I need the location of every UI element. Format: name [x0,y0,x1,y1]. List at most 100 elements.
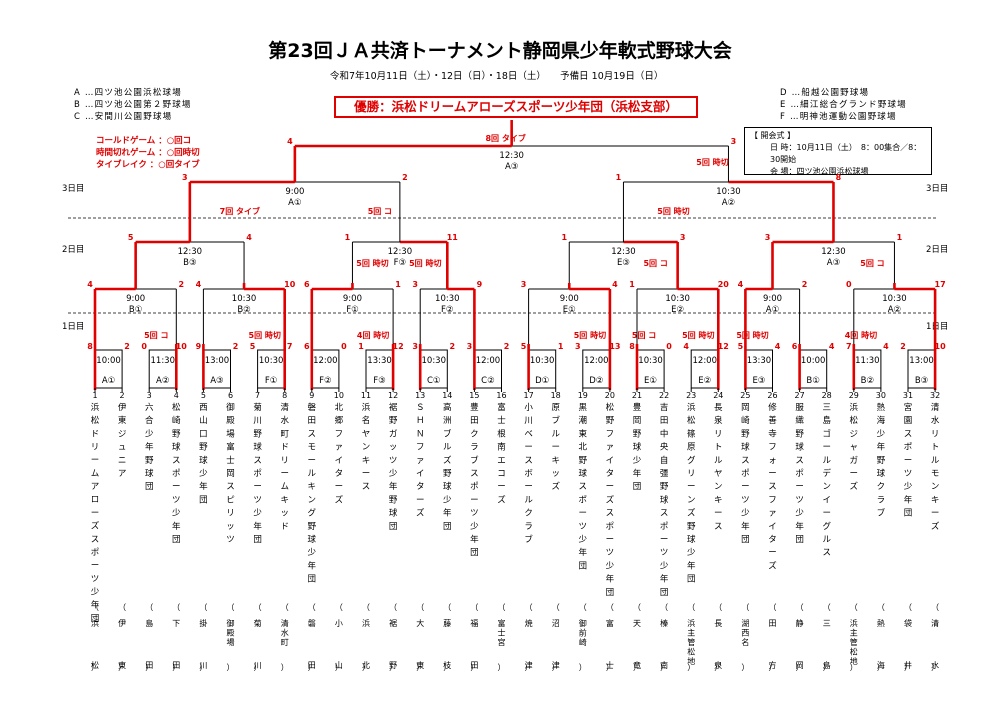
team-name-char: ー [524,482,533,492]
team-name-char: 吉 [660,403,669,413]
team-name-char: ス [470,469,479,479]
branch-paren-open: （ [118,603,126,612]
team-number: 32 [930,391,940,400]
team-number: 31 [903,391,913,400]
final-venue: A③ [505,162,518,172]
round2-score-left: 6 [304,280,310,289]
round1-time: 12:00 [584,356,609,366]
round1-venue: B③ [915,376,928,386]
branch-paren-open: （ [416,603,424,612]
team-name-char: ニ [118,456,127,466]
team-number: 20 [605,391,615,400]
team-name-char: 自 [660,455,669,466]
sf-note-left: 7回 タイブ [220,206,260,216]
team-name-char: 野 [633,429,642,439]
team-name-char: ツ [795,495,804,505]
team-name-char: ュ [118,443,127,453]
team-name-char: 名 [362,415,371,426]
branch-paren-close: ） [687,663,695,672]
round2-score-left: 1 [629,280,635,289]
team-name-char: ツ [579,522,588,532]
team-name-char: 団 [145,482,154,492]
team-name-char: ポ [470,482,479,492]
team-name-char: ス [362,482,371,492]
branch-paren-open: （ [796,603,804,612]
team-name-char: ン [308,495,317,505]
team-name-char: ッ [389,443,398,453]
team-name-char: ル [524,495,533,505]
quarterfinal-score-left: 1 [561,233,567,242]
team-name-char: ツ [606,548,615,558]
round2-score-right: 4 [612,280,618,289]
branch-paren-open: （ [443,603,451,612]
team-name-char: ス [741,456,750,466]
team-number: 9 [309,391,314,400]
round2-venue: F① [346,305,359,315]
team-name-char: エ [497,456,506,466]
semifinal-venue: A① [288,198,301,208]
team-name-char: 年 [606,574,615,585]
team-name-char: 岡 [633,416,642,426]
team-number: 29 [849,391,859,400]
team-name-char: 豊 [633,402,642,413]
team-branch-char: 浜 [687,618,695,628]
team-branch-char: 前 [579,628,587,638]
team-name-char: ロ [91,495,100,505]
team-name-char: 団 [199,495,208,505]
branch-paren-open: （ [335,603,343,612]
team-name-char: 団 [606,588,615,598]
quarterfinal-score-left: 3 [765,233,771,242]
branch-paren-open: （ [389,603,397,612]
team-name-char: ブ [470,455,479,466]
team-name-char: ー [524,443,533,453]
quarterfinal-score-right: 1 [897,233,903,242]
team-branch-char: 下 [172,619,180,628]
team-branch-char: 管 [850,637,858,647]
semifinal-time: 10:30 [716,187,741,197]
team-name-char: 少 [308,548,317,558]
branch-paren-close: ） [850,663,858,672]
team-name-char: 南 [497,442,506,453]
team-branch-char: 長 [714,619,722,628]
branch-paren-close: ） [498,663,506,672]
team-name-char: ス [795,456,804,466]
round2-time: 10:30 [232,294,257,304]
round1-score-left: 6 [792,342,798,351]
team-name-char: 東 [579,428,588,439]
round1-time: 10:30 [530,356,555,366]
round1-venue: A② [156,376,169,386]
team-number: 27 [795,391,805,400]
team-name-char: 豊 [470,402,479,413]
branch-paren-close: ） [254,663,262,672]
team-name-char: 野 [795,429,804,439]
team-name-char: ツ [253,495,262,505]
team-name-char: 長 [714,403,723,413]
team-name-char: ー [253,482,262,492]
round1-score-right: 0 [666,342,672,351]
team-name-char: 山 [199,415,208,426]
team-name-char: 菊 [253,402,262,413]
team-branch-char: 清 [281,618,289,628]
round1-score-left: 8 [87,342,93,351]
round1-score-left: 2 [900,342,906,351]
team-branch-char: 袋 [904,618,912,628]
team-name-char: ー [795,482,804,492]
team-name-char: 年 [904,494,913,505]
team-name-char: ン [687,495,696,505]
venue-d: D …船越公園野球場 [780,88,870,98]
team-name-char: 北 [579,443,588,453]
team-name-char: 年 [741,521,750,532]
team-branch-char: 小 [335,619,343,628]
team-branch-char: 水 [281,628,289,638]
team-name-char: ー [470,495,479,505]
team-name-char: 団 [660,588,669,598]
round2-score-right: 2 [802,280,808,289]
team-name-char: ジ [118,429,127,439]
semifinal-time: 9:00 [285,187,304,197]
branch-paren-open: （ [227,603,235,612]
round1-score-left: 1 [358,342,364,351]
round1-time: 13:30 [747,356,772,366]
final-time: 12:30 [499,151,524,161]
team-name-char: 少 [877,429,886,439]
branch-paren-open: （ [904,603,912,612]
